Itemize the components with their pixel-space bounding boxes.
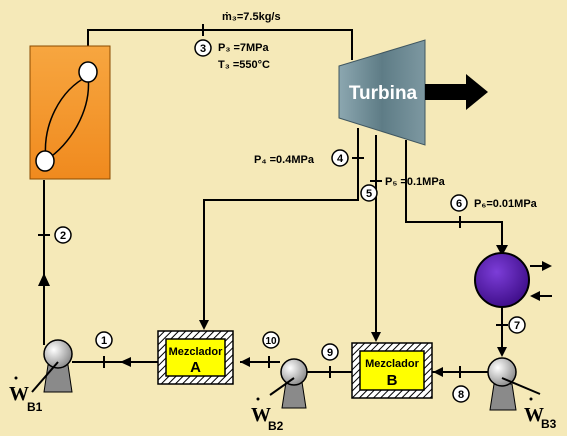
t3-label: T₃ =550°C — [218, 59, 270, 71]
svg-text:2: 2 — [60, 230, 66, 242]
state-3-marker: 3 — [194, 39, 212, 57]
mixer-b: Mezclador B — [351, 342, 433, 399]
svg-text:W: W — [251, 404, 271, 426]
state-markers: 3 2 4 5 6 7 8 9 — [54, 39, 526, 403]
turbine: Turbina — [338, 39, 488, 146]
mass-flow-label: ṁ₃=7.5kg/s — [222, 11, 281, 23]
mixer-a-letter: A — [190, 359, 201, 376]
svg-text:B2: B2 — [268, 419, 284, 433]
svg-text:1: 1 — [101, 335, 107, 347]
flow-arrows — [38, 245, 552, 377]
pipes — [43, 29, 552, 373]
state-6-marker: 6 — [450, 194, 468, 212]
state-4-marker: 4 — [331, 149, 349, 167]
svg-text:B1: B1 — [27, 400, 43, 414]
pump-b3 — [487, 357, 541, 411]
pump-b2 — [269, 358, 308, 409]
svg-text:5: 5 — [366, 188, 372, 200]
svg-text:9: 9 — [327, 347, 333, 359]
boiler-inlet-header — [35, 150, 55, 172]
work-b2-label: W B2 — [251, 397, 284, 433]
mixer-a: Mezclador A — [157, 330, 234, 385]
svg-text:8: 8 — [458, 389, 464, 401]
mixer-b-letter: B — [387, 372, 398, 389]
condenser — [474, 252, 530, 308]
pump-work-labels: W B1 W B2 W B3 — [9, 376, 557, 433]
state-ticks — [38, 24, 508, 378]
pump-b1 — [31, 339, 73, 393]
work-b3-label: W B3 — [524, 397, 557, 431]
mixer-a-title: Mezclador — [169, 346, 224, 358]
p4-label: P₄ =0.4MPa — [254, 154, 315, 166]
state-2-marker: 2 — [54, 226, 72, 244]
svg-text:W: W — [9, 383, 29, 405]
state-1-marker: 1 — [95, 331, 113, 349]
condition-labels: ṁ₃=7.5kg/s P₃ =7MPa T₃ =550°C P₄ =0.4MPa… — [218, 11, 538, 210]
p5-label: P₅ =0.1MPa — [385, 176, 446, 188]
turbine-label: Turbina — [349, 83, 418, 104]
state-7-marker: 7 — [508, 316, 526, 334]
svg-text:3: 3 — [200, 43, 206, 55]
mixer-b-title: Mezclador — [365, 358, 420, 370]
power-output-arrow — [425, 74, 488, 110]
state-10-marker: 10 — [262, 331, 280, 349]
state-5-marker: 5 — [360, 184, 378, 202]
svg-text:7: 7 — [514, 320, 520, 332]
p6-label: P₆=0.01MPa — [474, 198, 538, 210]
boiler-outlet-header — [78, 61, 98, 83]
pipe-turbine-to-condenser — [405, 140, 503, 250]
work-b1-label: W B1 — [9, 376, 43, 414]
svg-text:10: 10 — [265, 336, 277, 347]
svg-text:B3: B3 — [541, 417, 557, 431]
svg-text:6: 6 — [456, 198, 462, 210]
svg-text:W: W — [524, 404, 544, 426]
state-9-marker: 9 — [321, 343, 339, 361]
boiler — [29, 45, 111, 180]
pipe-turbine-to-mixer-a — [203, 128, 359, 325]
state-8-marker: 8 — [452, 385, 470, 403]
p3-label: P₃ =7MPa — [218, 42, 270, 54]
svg-text:4: 4 — [337, 153, 344, 165]
